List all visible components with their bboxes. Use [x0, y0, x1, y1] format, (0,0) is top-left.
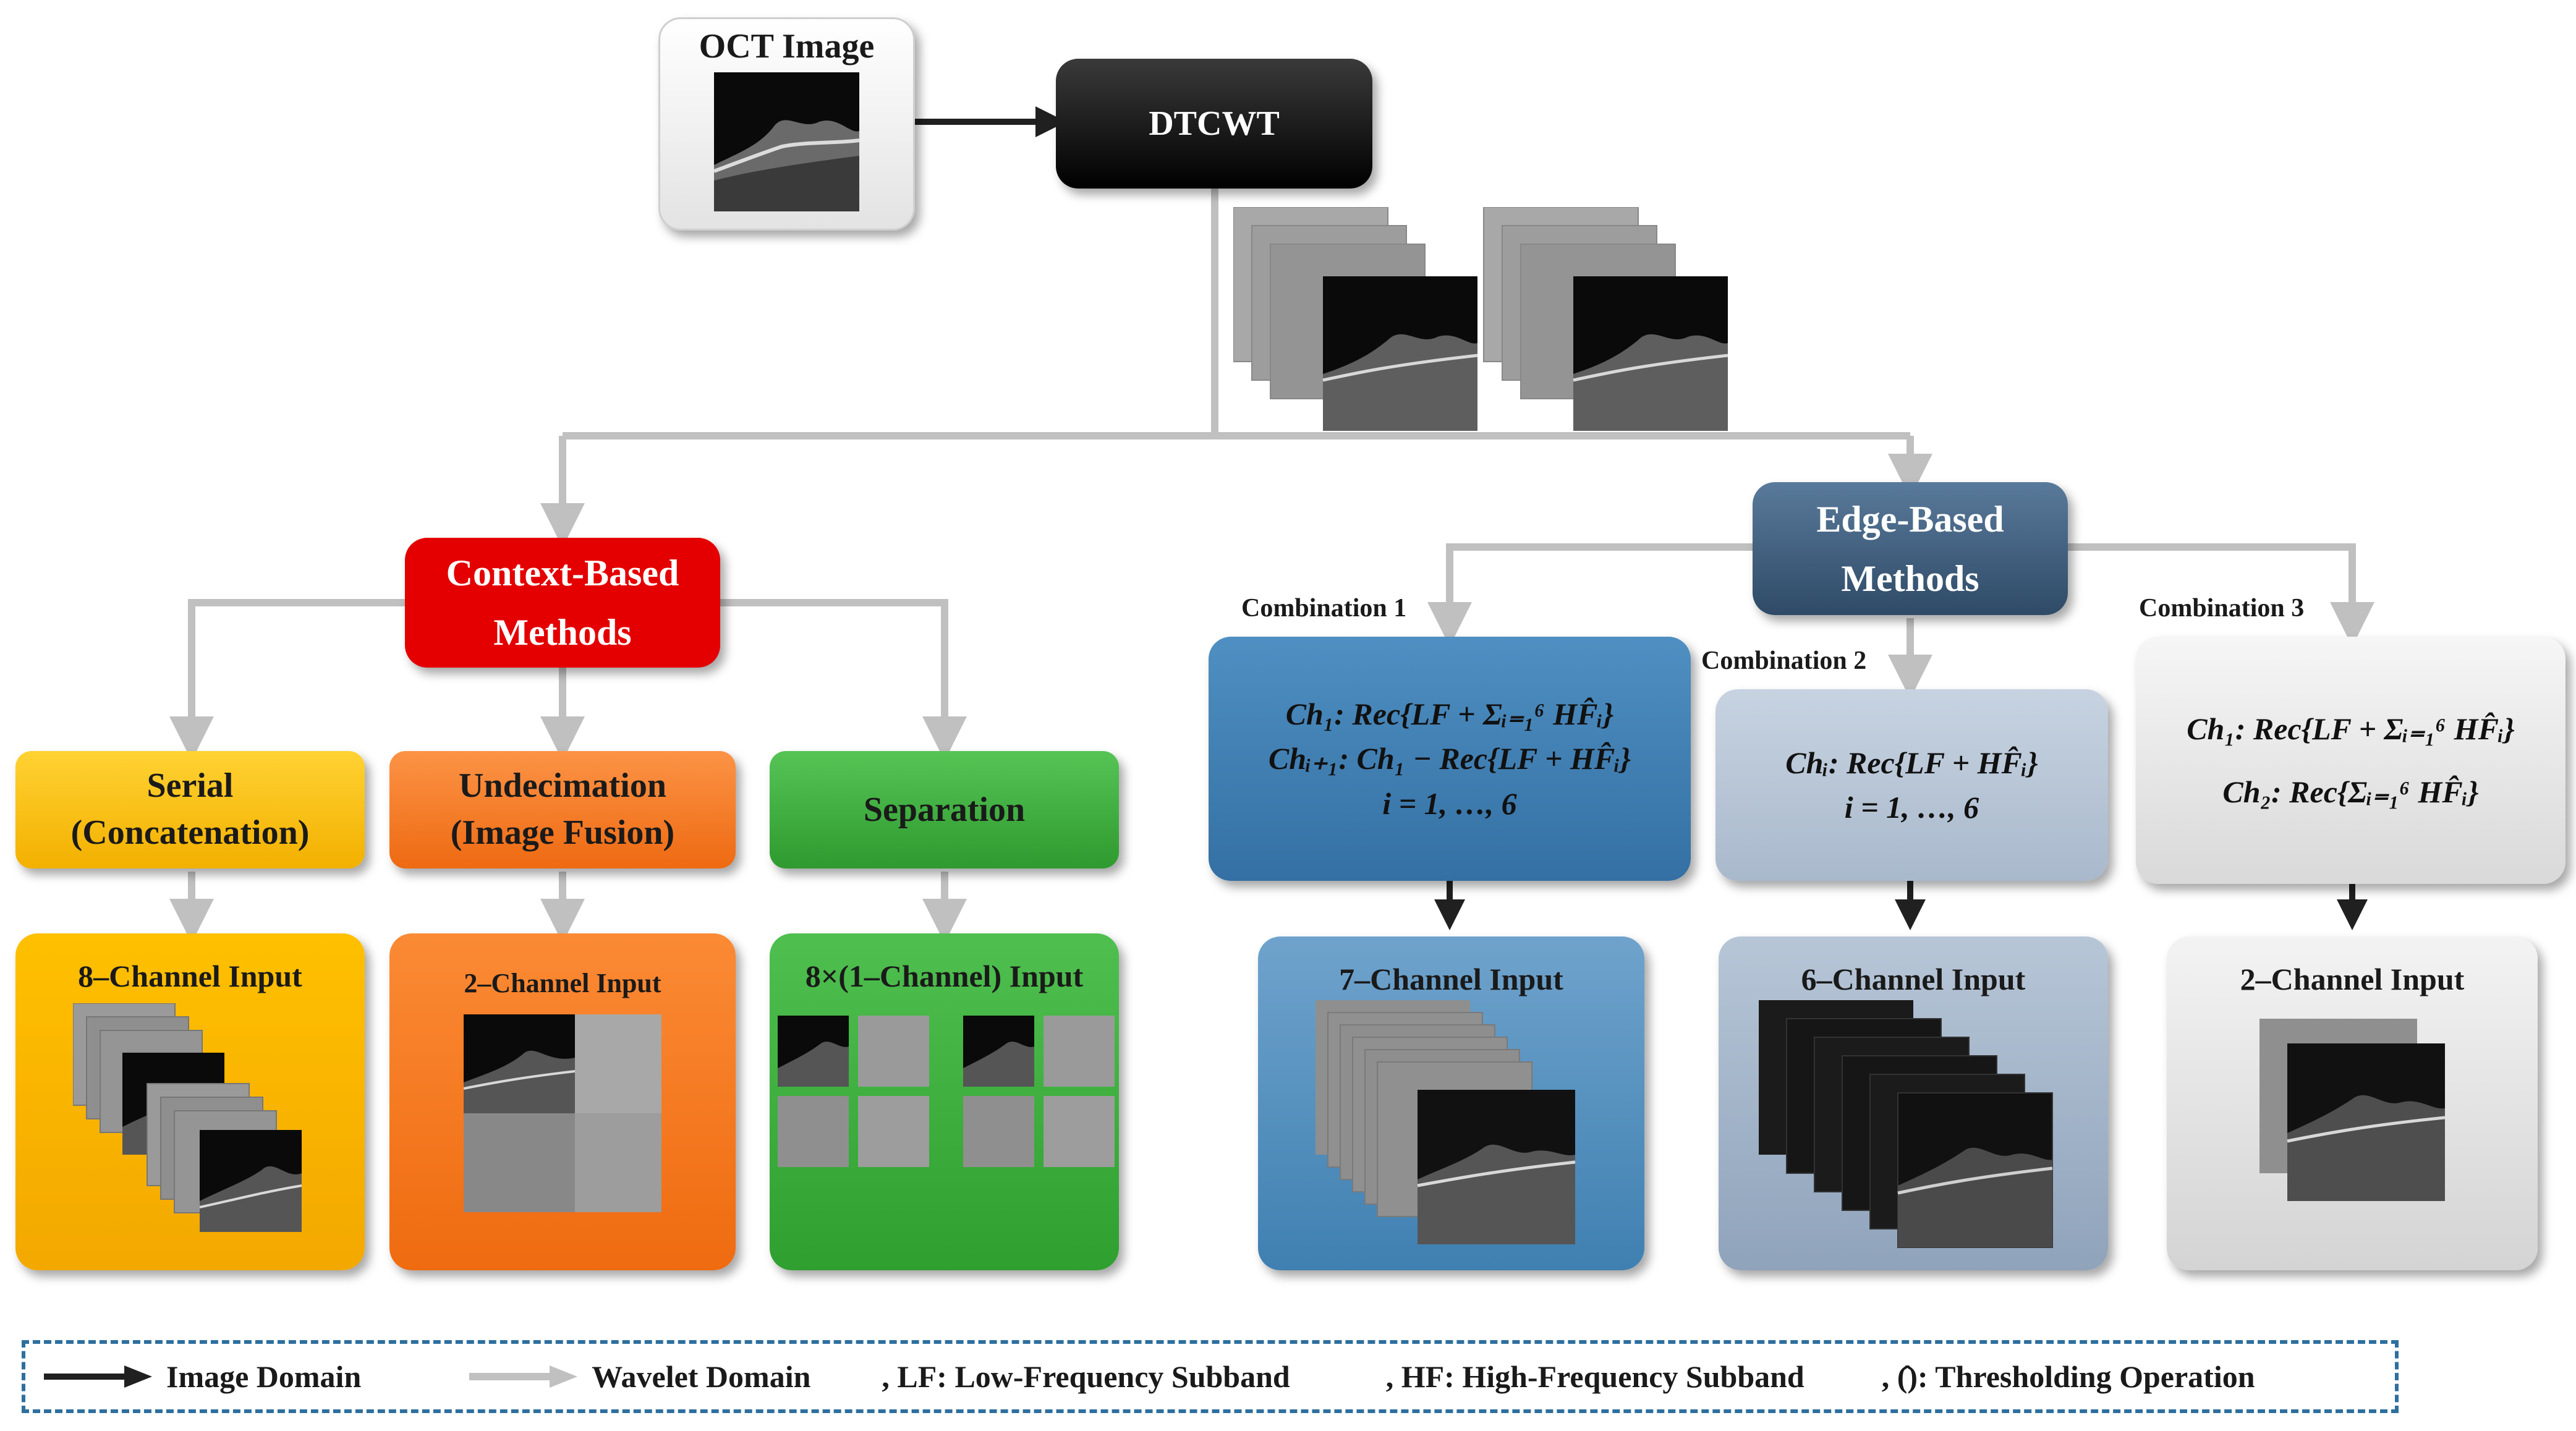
input-6-channel: 6–Channel Input [1719, 936, 2108, 1270]
subband-stack-left [1233, 207, 1478, 431]
stack-6-channel-icon [1759, 1000, 2053, 1248]
comb2-formula-line-2: i = 1, …, 6 [1844, 790, 1979, 825]
legend-threshold: , (̂): Thresholding Operation [1881, 1359, 2255, 1394]
dtcwt-node: DTCWT [1056, 59, 1372, 189]
edge-based-node: Edge-Based Methods [1753, 482, 2068, 615]
comb1-formula-line-2: Chᵢ₊₁: Ch₁ − Rec{LF + HF̂ᵢ} [1268, 741, 1631, 776]
input-8-channel: 8–Channel Input [15, 933, 365, 1270]
stack-7-channel-icon [1315, 1000, 1575, 1244]
input-7-channel: 7–Channel Input [1258, 936, 1644, 1270]
legend-lf: , LF: Low-Frequency Subband [882, 1359, 1290, 1394]
input-7-channel-label: 7–Channel Input [1339, 962, 1563, 996]
undecimation-label: Undecimation (Image Fusion) [450, 766, 675, 852]
context-based-node: Context-Based Methods [405, 538, 720, 668]
separation-node: Separation [770, 751, 1119, 868]
combination-1-formula-box: Ch₁: Rec{LF + Σᵢ₌₁⁶ HF̂ᵢ} Chᵢ₊₁: Ch₁ − R… [1209, 637, 1691, 881]
input-2-channel-fusion-label: 2–Channel Input [464, 968, 661, 998]
combination-3-label: Combination 3 [2139, 594, 2305, 622]
comb2-formula-line-1: Chᵢ: Rec{LF + HF̂ᵢ} [1785, 745, 2038, 780]
input-2-channel-edge-label: 2–Channel Input [2240, 962, 2465, 996]
undecimation-node: Undecimation (Image Fusion) [389, 751, 736, 868]
oct-scan-thumbnail [714, 72, 859, 211]
combination-2-label: Combination 2 [1701, 647, 1867, 675]
comb3-formula-line-2: Ch₂: Rec{Σᵢ₌₁⁶ HF̂ᵢ} [2222, 775, 2479, 809]
arrow-to-comb3 [2068, 543, 2374, 647]
oct-image-node: OCT Image [658, 17, 915, 231]
legend-hf: , HF: High-Frequency Subband [1385, 1359, 1804, 1394]
stack-8-channel-icon [72, 1003, 302, 1232]
legend-image-domain: Image Domain [166, 1359, 362, 1394]
serial-node: Serial (Concatenation) [15, 751, 365, 868]
combination-2-formula-box: Chᵢ: Rec{LF + HF̂ᵢ} i = 1, …, 6 [1715, 689, 2108, 881]
input-2-channel-edge: 2–Channel Input [2167, 936, 2538, 1270]
separation-label: Separation [863, 791, 1026, 829]
combination-3-formula-box: Ch₁: Rec{LF + Σᵢ₌₁⁶ HF̂ᵢ} Ch₂: Rec{Σᵢ₌₁⁶… [2136, 637, 2565, 884]
input-2-channel-fusion: 2–Channel Input [389, 933, 736, 1270]
legend-wavelet-domain: Wavelet Domain [592, 1359, 811, 1394]
input-8x1-channel-label: 8×(1–Channel) Input [805, 959, 1084, 993]
dtcwt-subband-stacks [1233, 207, 1728, 431]
fusion-grid-icon [464, 1014, 661, 1212]
input-8-channel-label: 8–Channel Input [78, 959, 302, 993]
edge-based-label: Edge-Based Methods [1816, 498, 2004, 599]
separate-channels-icon [777, 1016, 1115, 1167]
comb3-formula-line-1: Ch₁: Rec{LF + Σᵢ₌₁⁶ HF̂ᵢ} [2187, 711, 2515, 746]
arrow-to-comb1 [1427, 543, 1753, 647]
input-6-channel-label: 6–Channel Input [1801, 962, 2026, 996]
context-based-label: Context-Based Methods [446, 553, 679, 653]
dtcwt-label: DTCWT [1149, 104, 1280, 143]
subband-stack-right [1483, 207, 1728, 431]
serial-label: Serial (Concatenation) [70, 766, 310, 852]
image-domain-arrow-icon [44, 1365, 152, 1388]
arrow-to-separation [720, 599, 967, 761]
combination-1-label: Combination 1 [1241, 594, 1407, 622]
comb1-formula-line-1: Ch₁: Rec{LF + Σᵢ₌₁⁶ HF̂ᵢ} [1285, 696, 1614, 731]
oct-image-label: OCT Image [699, 27, 875, 66]
legend: Image Domain Wavelet Domain , LF: Low-Fr… [22, 1340, 2399, 1413]
wavelet-domain-arrow-icon [469, 1365, 578, 1388]
input-8x1-channel: 8×(1–Channel) Input [770, 933, 1119, 1270]
arrow-to-serial [169, 599, 405, 761]
stack-2-channel-icon [2259, 1019, 2445, 1201]
comb1-formula-line-3: i = 1, …, 6 [1382, 786, 1517, 821]
